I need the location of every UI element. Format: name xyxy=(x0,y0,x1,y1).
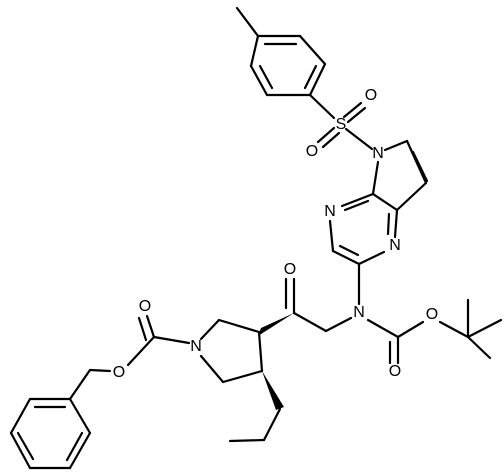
pyrazine-inner-bond xyxy=(343,199,370,212)
benzene-bond xyxy=(68,431,92,470)
benzene-bond xyxy=(249,64,269,97)
wedge-bond xyxy=(262,371,284,410)
sulfur-nitrogen-bond xyxy=(344,127,374,151)
boc-group xyxy=(366,298,503,365)
sulfur-label: S xyxy=(336,116,347,133)
ketone-linker xyxy=(284,277,353,333)
tosyl-group xyxy=(235,6,374,151)
pyrazine-inner-bond xyxy=(386,212,391,236)
pyrrole-inner-bond xyxy=(411,150,429,183)
pyrrolidine-ring xyxy=(199,313,294,443)
pyrrole-bond xyxy=(405,139,428,185)
pyrrolopyrazine-core xyxy=(328,139,429,306)
cbz-group xyxy=(9,314,191,470)
carbonyl-ether-bond xyxy=(126,335,156,367)
wedge-bond xyxy=(258,313,294,336)
amine-ch2-bond xyxy=(324,316,353,333)
ethyl-bond xyxy=(262,407,282,442)
oxygen-label: O xyxy=(389,363,401,380)
carbonyl-double-bond xyxy=(145,314,156,339)
pyrazine-bond xyxy=(331,249,361,266)
ch2-carbonyl-bond xyxy=(292,311,328,333)
nitrogen-label: N xyxy=(389,237,401,254)
ring-fusion-bond xyxy=(371,192,399,212)
methyl-bond xyxy=(235,6,260,38)
oxygen-label: O xyxy=(113,364,125,381)
sulfonyl-double-bond xyxy=(316,126,336,144)
benzene-inner-bond xyxy=(303,64,318,90)
carbonyl-double-bond xyxy=(137,316,148,342)
pyrrole-bond xyxy=(395,181,428,212)
nitrogen-label: N xyxy=(190,338,202,355)
pyrazine-bond xyxy=(340,192,375,208)
ring-bond xyxy=(257,330,264,373)
benzyl-ring-bond xyxy=(68,368,92,401)
ring-bond xyxy=(199,354,225,384)
sulfonyl-double-bond xyxy=(342,101,363,119)
carbonyl-ether-bond xyxy=(396,320,425,339)
oxygen-label: O xyxy=(284,261,296,278)
atom-labels: S O O N N N O N O O O N O xyxy=(113,87,438,381)
benzene-bond xyxy=(308,62,327,97)
ether-benzyl-bond xyxy=(88,368,112,373)
benzene-inner-bond xyxy=(65,431,84,462)
ethyl-bond xyxy=(228,438,266,443)
ring-bond xyxy=(199,318,221,341)
benzene-bond xyxy=(68,397,92,435)
aryl-sulfur-bond xyxy=(308,93,336,120)
pyrazine-bond xyxy=(328,219,335,253)
benzene-bond xyxy=(9,397,32,435)
ring-bond xyxy=(217,318,261,334)
benzene-bond xyxy=(249,34,260,68)
benzene-bond xyxy=(9,431,32,470)
benzene-bond xyxy=(298,34,327,66)
sulfonyl-double-bond xyxy=(346,106,367,124)
benzene-inner-bond xyxy=(258,64,274,90)
tbutyl-methyl-bond xyxy=(466,318,503,339)
pyrazine-bond xyxy=(393,208,399,239)
nitrogen-carbonyl-bond xyxy=(152,335,191,345)
pyrazine-inner-bond xyxy=(338,244,360,257)
oxygen-label: O xyxy=(139,298,151,315)
pyrrole-bond xyxy=(371,160,380,196)
nitrogen-label: N xyxy=(353,304,365,321)
oxygen-label: O xyxy=(426,306,438,323)
benzene-inner-bond xyxy=(16,431,35,461)
ether-tbutyl-bond xyxy=(438,320,470,339)
nitrogen-label: N xyxy=(324,203,336,220)
pyrrole-bond xyxy=(383,139,409,152)
nitrogen-label: N xyxy=(372,145,384,162)
oxygen-label: O xyxy=(306,143,318,160)
sulfonyl-double-bond xyxy=(321,131,341,149)
amine-carbonyl-bond xyxy=(366,318,400,339)
tbutyl-methyl-bond xyxy=(466,335,492,360)
ring-bond xyxy=(221,369,264,384)
pyrazine-bond xyxy=(357,250,386,266)
oxygen-label: O xyxy=(365,87,377,104)
